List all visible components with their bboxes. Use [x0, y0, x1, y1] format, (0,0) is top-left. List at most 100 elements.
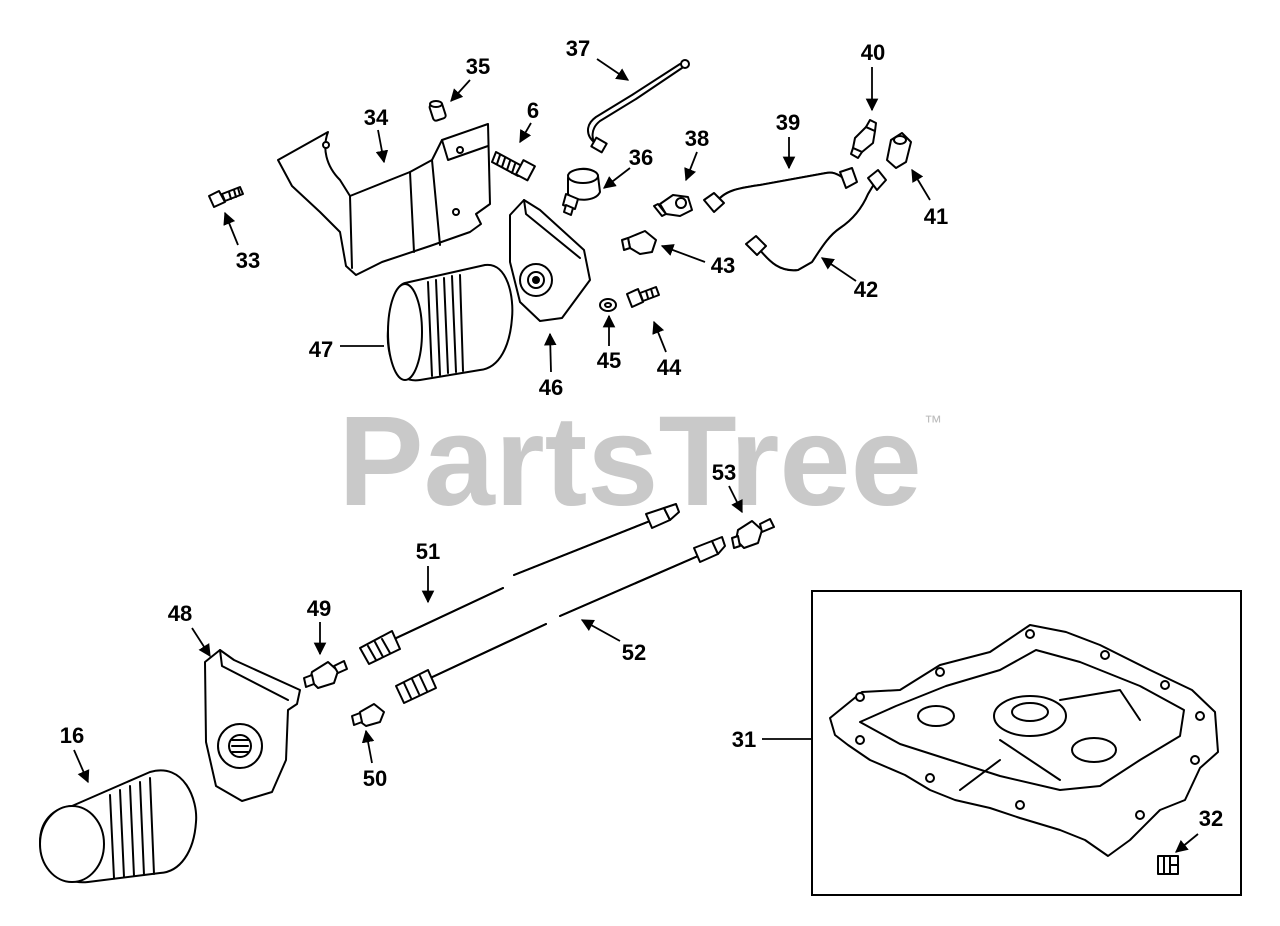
part-48-edge	[219, 649, 289, 701]
part-31-frame	[811, 590, 1242, 896]
callout-38: 38	[685, 126, 709, 151]
part-51-fitting-right-tip	[663, 503, 680, 521]
part-31-bolt-hole-1	[855, 692, 865, 702]
part-37-connector	[590, 136, 608, 154]
part-39-nut-left	[703, 192, 725, 213]
part-44-head	[626, 288, 644, 308]
leader-line-48	[191, 627, 211, 658]
leader-line-33	[223, 211, 239, 246]
part-16-ribs	[109, 777, 155, 879]
callout-48: 48	[168, 601, 192, 626]
leader-line-52	[580, 619, 621, 642]
part-34-bend-line-1	[349, 195, 353, 269]
part-42-nut-left	[745, 235, 767, 256]
callout-45: 45	[597, 348, 621, 373]
callout-49: 49	[307, 596, 331, 621]
leader-line-35	[450, 79, 471, 102]
part-6-threads	[496, 154, 516, 174]
callout-51: 51	[416, 539, 440, 564]
leader-line-16	[73, 749, 90, 784]
part-37-lead	[587, 63, 681, 144]
part-35-spacer	[428, 100, 447, 122]
callout-41: 41	[924, 204, 948, 229]
leader-lines	[73, 58, 1199, 853]
part-34-bracket	[277, 123, 491, 276]
leader-line-6	[519, 122, 532, 144]
callout-53: 53	[712, 460, 736, 485]
part-31-bolt-hole-6	[1195, 711, 1205, 721]
callout-34: 34	[364, 105, 389, 130]
part-31-rib-2	[1059, 689, 1141, 721]
callout-39: 39	[776, 110, 800, 135]
part-49-thread-right	[333, 660, 348, 674]
watermark-trademark: ™	[924, 412, 942, 432]
part-38-port	[675, 197, 687, 209]
callout-37: 37	[566, 36, 590, 61]
part-40-fitting	[850, 119, 877, 159]
callout-50: 50	[363, 766, 387, 791]
part-31-oil-pan	[829, 624, 1219, 857]
part-52-hose	[395, 536, 726, 704]
part-47-ribs	[427, 274, 464, 377]
part-31-bolt-hole-3	[1025, 629, 1035, 639]
leader-line-42	[820, 257, 857, 282]
part-44-bolt	[626, 286, 660, 308]
part-36-thread	[563, 204, 574, 216]
part-31-rib-3	[959, 759, 1001, 791]
leader-line-50	[361, 729, 375, 764]
part-31-rib-1	[999, 739, 1061, 781]
part-38-fitting	[653, 194, 693, 217]
part-45-hole	[604, 302, 612, 308]
callout-46: 46	[539, 375, 563, 400]
callout-31: 31	[732, 727, 756, 752]
part-43-thread	[621, 237, 631, 251]
part-34-bend-line-3	[431, 159, 441, 246]
part-31-bolt-hole-8	[1135, 810, 1145, 820]
part-37-wire	[587, 59, 690, 154]
part-40-nipple	[850, 147, 863, 159]
leader-line-34	[375, 129, 389, 164]
part-31-bolt-hole-10	[925, 773, 935, 783]
part-39-oil-line	[703, 167, 858, 213]
callout-6: 6	[527, 98, 539, 123]
part-50-thread	[351, 712, 363, 726]
part-46-plate	[509, 199, 591, 322]
part-35-end	[429, 100, 443, 108]
part-41-elbow	[886, 132, 912, 169]
part-31-boss-right	[1071, 737, 1117, 763]
part-16-end-face	[39, 805, 105, 883]
callout-16: 16	[60, 723, 84, 748]
part-46-bore	[532, 276, 540, 284]
leader-line-41	[911, 168, 931, 201]
part-42-nut-right	[867, 169, 887, 191]
leader-line-44	[652, 320, 667, 353]
part-46-edge	[523, 199, 581, 259]
callout-35: 35	[466, 54, 490, 79]
part-52-hose-b-fill	[559, 555, 699, 617]
part-48-filter-adapter	[204, 649, 301, 802]
part-36-sender	[562, 167, 601, 216]
part-36-cap	[567, 168, 599, 184]
leader-line-38	[684, 151, 698, 182]
part-52-hose-a-fill	[425, 623, 547, 681]
part-31-bolt-hole-2	[935, 667, 945, 677]
part-42-oil-line	[745, 169, 887, 272]
part-44-threads	[645, 288, 654, 299]
part-31-bolt-hole-5	[1160, 680, 1170, 690]
part-46-filter-adapter	[509, 199, 591, 322]
part-31-boss-left	[917, 705, 955, 727]
part-51-hose-a-fill	[391, 587, 504, 641]
leader-line-43	[660, 244, 706, 263]
part-49-fitting	[303, 660, 348, 689]
part-31-bolt-hole-9	[1015, 800, 1025, 810]
part-44-shaft	[639, 286, 660, 302]
part-43-body	[627, 230, 657, 255]
part-34-hole-1	[322, 141, 330, 149]
part-33-bolt	[208, 186, 244, 208]
part-47-end-face	[387, 283, 423, 381]
part-38-thread	[653, 203, 667, 217]
leader-line-37	[596, 58, 630, 81]
part-41-port	[893, 135, 907, 145]
leader-line-53	[728, 485, 743, 514]
leader-line-36	[603, 167, 631, 189]
